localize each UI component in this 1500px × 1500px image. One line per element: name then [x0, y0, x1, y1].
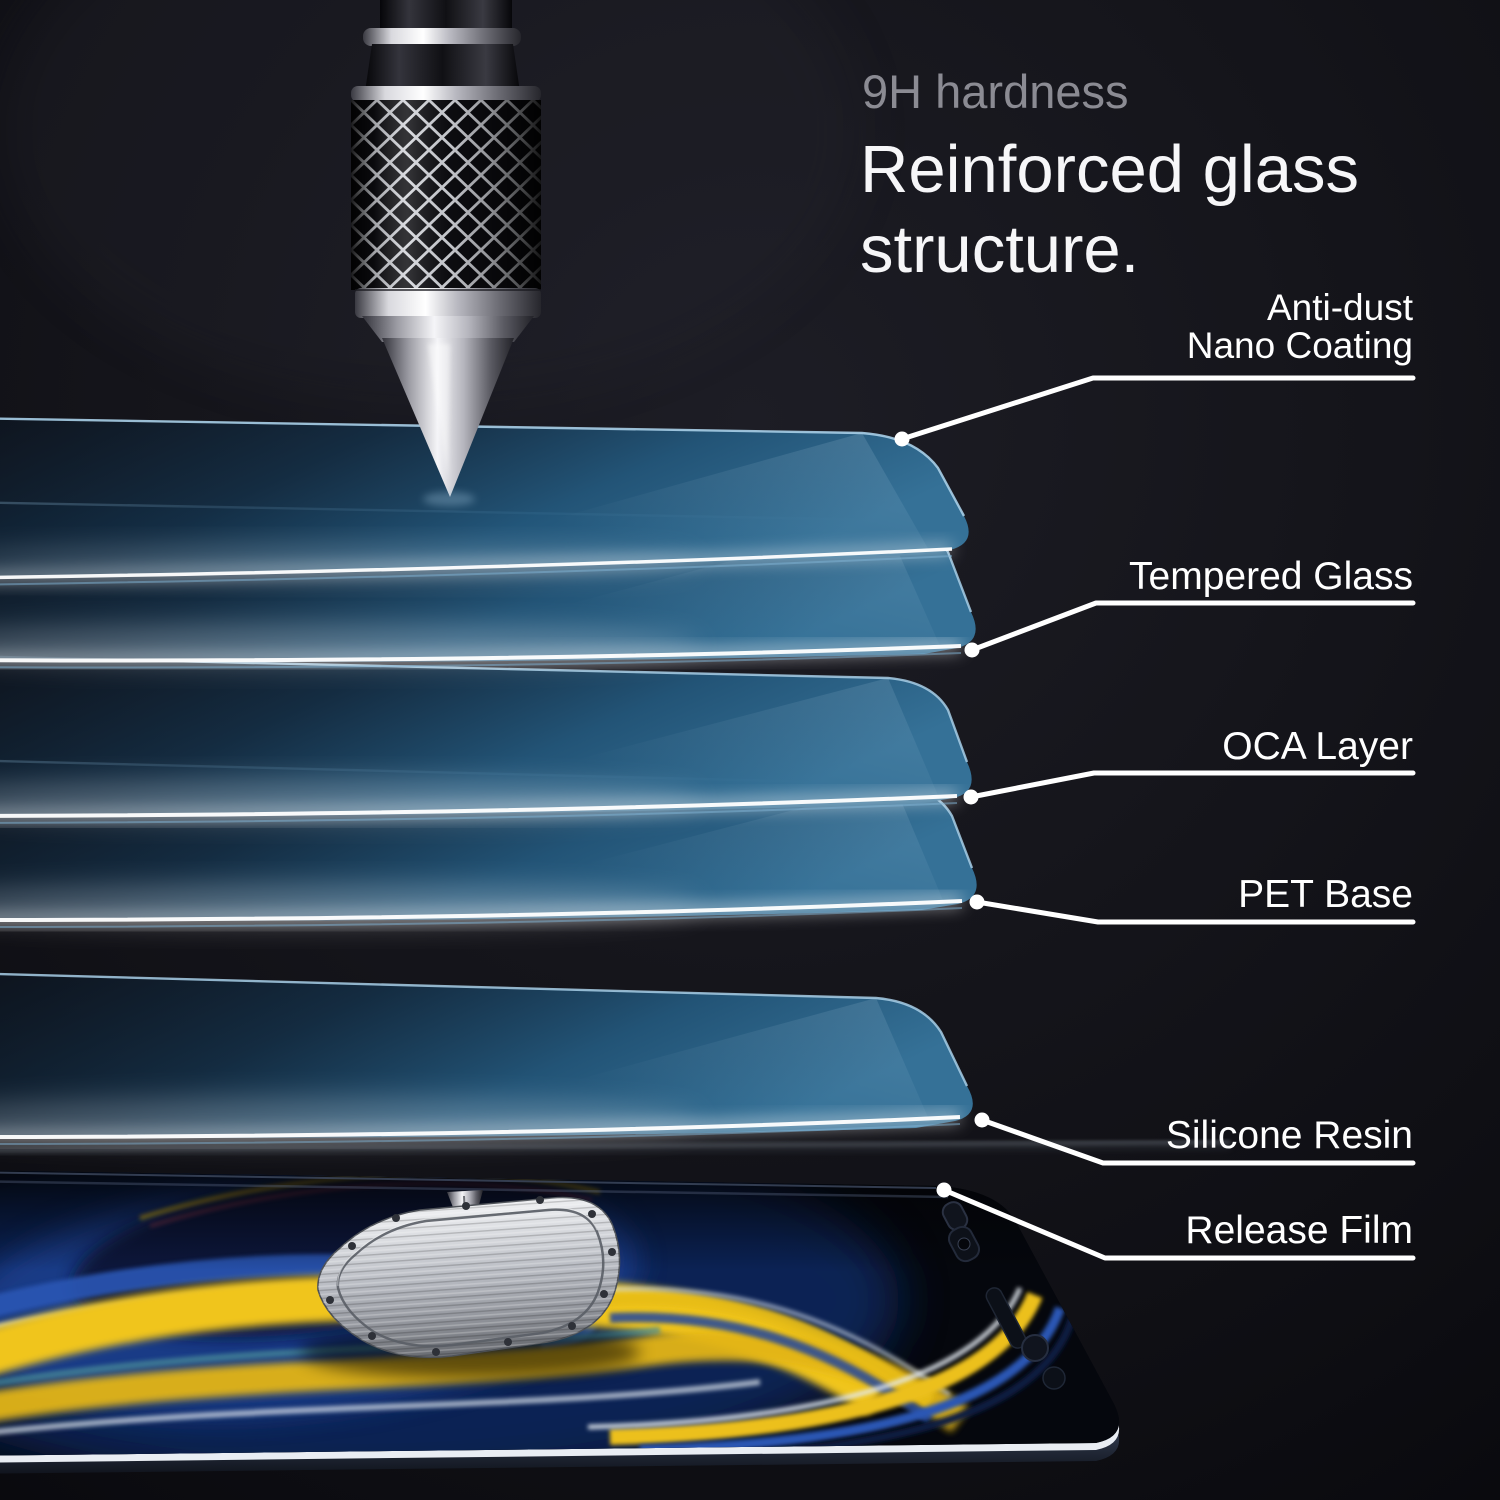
label-pet-base: PET Base: [1238, 873, 1413, 916]
reflection-line-soft: [0, 1139, 1231, 1157]
callout-line-release-film: [941, 1187, 1416, 1261]
label-anti-dust-line1: Anti-dust: [1267, 287, 1414, 328]
pen-knurl-shading: [351, 100, 541, 290]
shield-inner-highlight: [337, 1207, 598, 1287]
callout-line-anti-dust: [899, 375, 1416, 442]
callout-anti-dust: Anti-dust Nano Coating: [894, 287, 1416, 447]
pen-cone-highlight: [428, 344, 450, 480]
callout-dot-silicone-resin: [974, 1112, 990, 1128]
callout-line-silicone-resin: [979, 1117, 1416, 1166]
release-film-edge: [0, 1180, 949, 1199]
glass-layer-silicone-resin: [0, 972, 973, 1145]
phone-bezel-cameras: [941, 1201, 1066, 1390]
page-title-line1: Reinforced glass: [860, 132, 1359, 207]
camera-lens-1: [1021, 1334, 1049, 1362]
label-silicone-resin: Silicone Resin: [1166, 1114, 1413, 1157]
page-title-line2: structure.: [860, 212, 1139, 287]
callout-dot-tempered-glass: [964, 642, 980, 658]
engraving-pen: [351, 0, 541, 506]
label-tempered-glass: Tempered Glass: [1129, 555, 1413, 598]
camera-lens-2: [1042, 1366, 1066, 1390]
callout-pet-base: PET Base: [969, 873, 1416, 925]
sensor-lens: [957, 1237, 971, 1251]
callout-dot-release-film: [936, 1182, 952, 1198]
hardness-eyebrow: 9H hardness: [862, 65, 1129, 118]
pen-collar-lower: [355, 288, 541, 318]
callout-dot-anti-dust: [894, 431, 910, 447]
callout-oca-layer: OCA Layer: [963, 725, 1416, 805]
label-anti-dust-line2: Nano Coating: [1187, 325, 1413, 366]
callout-line-oca-layer: [968, 770, 1416, 800]
callout-dot-oca-layer: [963, 789, 979, 805]
label-oca-layer: OCA Layer: [1222, 725, 1413, 768]
glass-layer-anti-dust: [0, 417, 969, 586]
callout-silicone-resin: Silicone Resin: [974, 1112, 1416, 1166]
phone-top-edge-highlight: [0, 1171, 937, 1189]
shield-inner-border: [336, 1208, 605, 1348]
label-release-film: Release Film: [1185, 1209, 1413, 1252]
pen-neck: [365, 44, 520, 92]
callout-tempered-glass: Tempered Glass: [964, 555, 1416, 658]
tip-contact-glow: [423, 492, 475, 506]
pen-taper: [362, 316, 534, 342]
callout-line-tempered-glass: [969, 600, 1416, 653]
callout-release-film: Release Film: [936, 1182, 1416, 1261]
pen-collar-top: [363, 28, 521, 46]
pen-collar-upper: [351, 86, 541, 102]
callout-line-pet-base: [974, 899, 1416, 925]
shield-rivets: [326, 1196, 616, 1356]
callout-dot-pet-base: [969, 894, 985, 910]
heading: 9H hardness Reinforced glass structure.: [860, 65, 1359, 287]
glass-layer-oca: [0, 655, 972, 824]
